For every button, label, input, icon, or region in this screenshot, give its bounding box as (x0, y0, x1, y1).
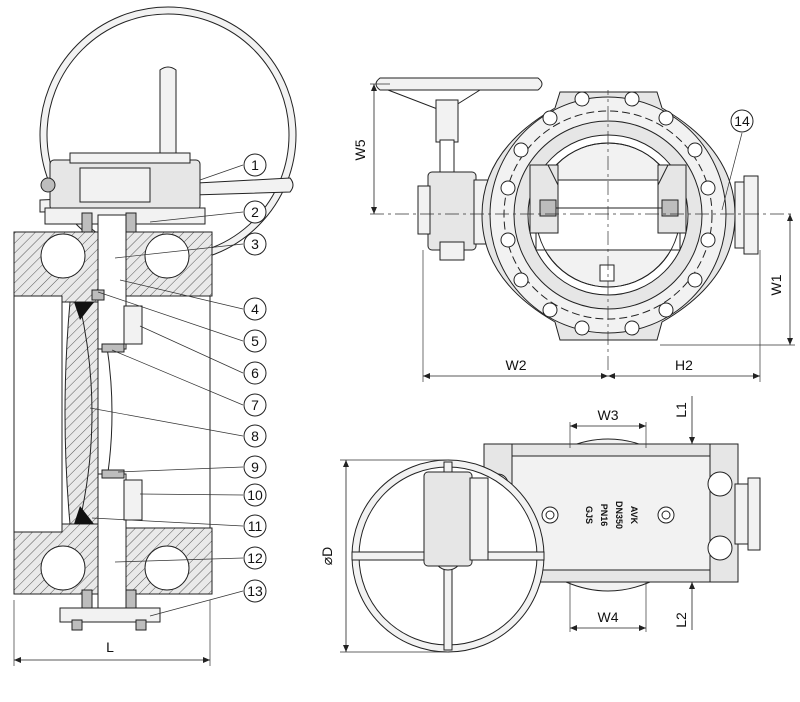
dim-L2-label: L2 (673, 612, 689, 628)
body-pressure: PN16 (599, 504, 609, 527)
dim-D-label: ⌀D (319, 547, 335, 566)
section-view (13, 6, 297, 666)
callout-4: 4 (243, 297, 267, 321)
svg-text:14: 14 (734, 113, 750, 129)
upper-shaft (97, 214, 127, 350)
svg-text:2: 2 (251, 204, 259, 220)
dim-W2-label: W2 (506, 357, 527, 373)
svg-text:4: 4 (251, 301, 259, 317)
dim-H2-label: H2 (675, 357, 693, 373)
front-view (370, 77, 795, 382)
gearbox-side (427, 171, 477, 251)
svg-text:8: 8 (251, 428, 259, 444)
callout-8: 8 (243, 424, 267, 448)
svg-text:10: 10 (247, 487, 263, 503)
body-size: DN350 (614, 501, 624, 529)
seat-seal-bottom (74, 506, 94, 524)
bottom-cover (59, 607, 161, 623)
callout-10: 10 (243, 483, 267, 507)
dim-W3-label: W3 (598, 407, 619, 423)
top-view: AVK DN350 PN16 GJS (340, 396, 761, 653)
svg-text:6: 6 (251, 365, 259, 381)
svg-text:11: 11 (248, 518, 263, 534)
dim-W4-label: W4 (598, 609, 619, 625)
callout-9: 9 (243, 455, 267, 479)
svg-text:7: 7 (251, 397, 259, 413)
dim-W5-label: W5 (352, 139, 368, 160)
svg-text:13: 13 (247, 583, 263, 599)
callout-leaders (89, 164, 244, 617)
seat-seal-top (74, 302, 94, 320)
callout-14: 14 (730, 109, 754, 133)
handwheel-spoke (159, 66, 177, 161)
svg-text:5: 5 (251, 333, 259, 349)
callout-1: 1 (243, 153, 267, 177)
svg-text:1: 1 (251, 157, 259, 173)
callout-3: 3 (243, 232, 267, 256)
dim-W1-label: W1 (768, 274, 784, 295)
dim-L1-label: L1 (673, 402, 689, 418)
callout-6: 6 (243, 361, 267, 385)
dim-L-label: L (106, 639, 114, 655)
svg-text:12: 12 (247, 550, 263, 566)
callout-7: 7 (243, 393, 267, 417)
body-material: GJS (584, 506, 594, 524)
handwheel-side (375, 77, 543, 91)
callout-5: 5 (243, 329, 267, 353)
callout-11: 11 (243, 514, 267, 538)
valve-body-bore (13, 295, 63, 533)
callout-13: 13 (243, 579, 267, 603)
svg-text:3: 3 (251, 236, 259, 252)
callout-12: 12 (243, 546, 267, 570)
callout-2: 2 (243, 200, 267, 224)
valve-seat (64, 301, 99, 525)
lower-shaft (97, 473, 127, 609)
svg-text:9: 9 (251, 459, 259, 475)
body-logo: AVK (629, 506, 639, 525)
